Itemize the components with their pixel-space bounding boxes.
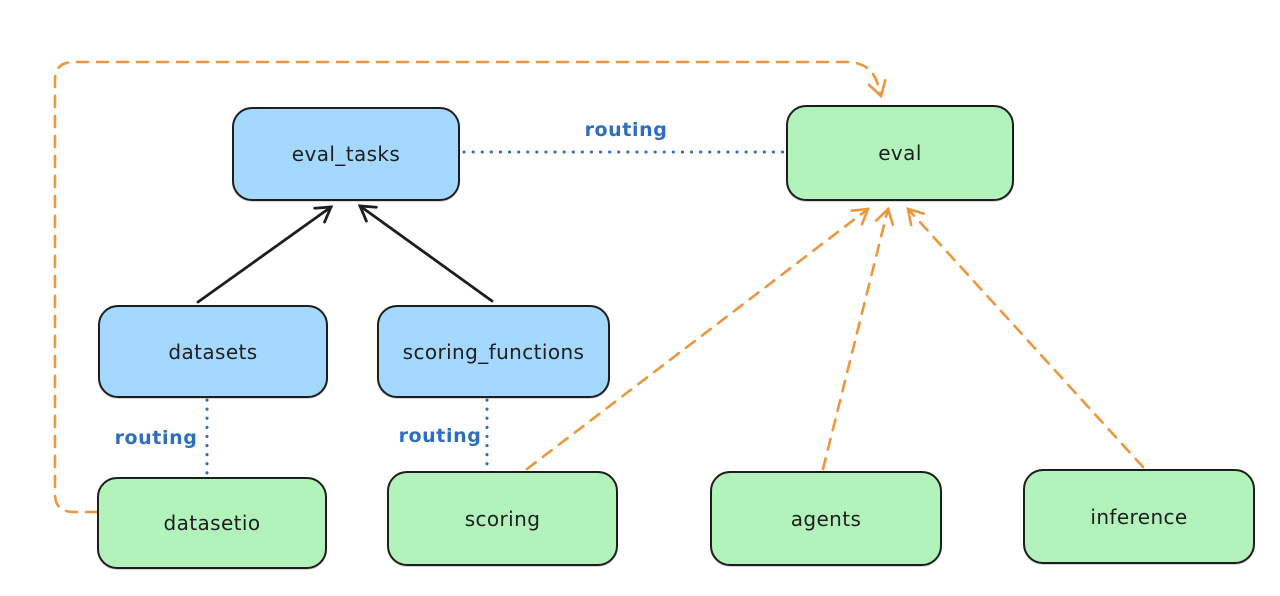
node-scoring-functions: scoring_functions: [377, 305, 610, 398]
edge-agents-to-eval: [821, 206, 895, 471]
node-agents-label: agents: [790, 506, 862, 531]
routing-label-eval-tasks-eval: routing: [584, 119, 668, 141]
node-scoring-label: scoring: [464, 506, 541, 531]
node-datasets-label: datasets: [168, 339, 258, 364]
routing-label-datasets-datasetio: routing: [114, 427, 198, 449]
node-scoring: scoring: [387, 471, 618, 566]
node-datasetio: datasetio: [97, 477, 327, 569]
node-inference: inference: [1023, 469, 1255, 564]
node-inference-label: inference: [1090, 504, 1188, 529]
node-eval-tasks-label: eval_tasks: [291, 142, 401, 166]
routing-label-scoring-functions-scoring: routing: [398, 425, 482, 447]
node-datasets: datasets: [98, 305, 328, 398]
node-datasetio-label: datasetio: [163, 511, 261, 535]
node-eval-tasks: eval_tasks: [232, 107, 460, 201]
node-agents: agents: [710, 471, 942, 566]
node-eval-label: eval: [878, 141, 922, 165]
edge-inference-to-eval: [906, 207, 1145, 469]
node-eval: eval: [786, 105, 1014, 201]
node-scoring-functions-label: scoring_functions: [402, 339, 585, 364]
edge-scoring-functions-to-eval-tasks: [357, 204, 494, 303]
edge-datasets-to-eval-tasks: [196, 205, 334, 304]
